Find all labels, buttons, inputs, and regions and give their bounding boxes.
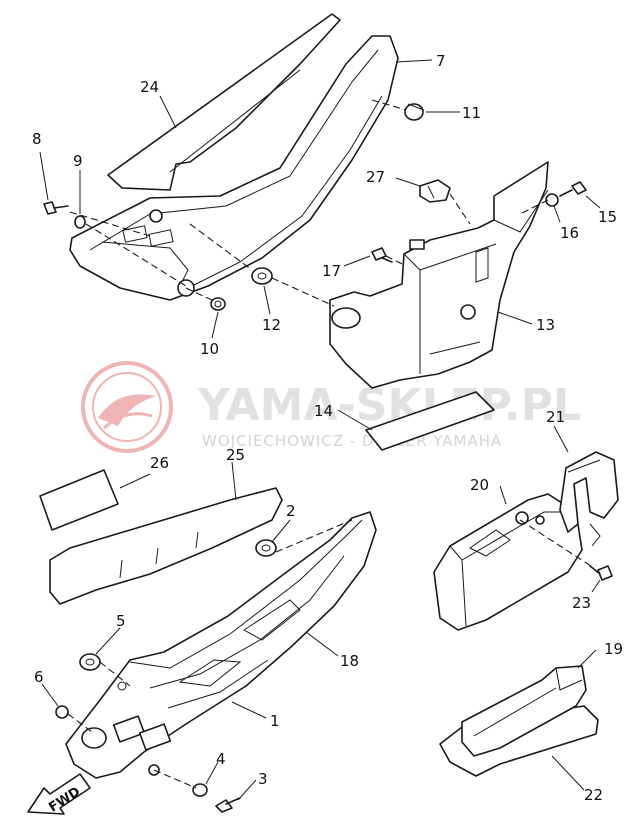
part-14-pad [365, 391, 495, 451]
callout-8: 8 [32, 130, 42, 148]
callout-27: 27 [366, 168, 385, 186]
watermark-logo [81, 361, 173, 453]
callout-10: 10 [200, 340, 219, 358]
part-13-battery-box [329, 161, 549, 389]
callout-17: 17 [322, 262, 341, 280]
callout-13: 13 [536, 316, 555, 334]
hardware-bolts-grommets [43, 103, 613, 813]
callout-1: 1 [270, 712, 280, 730]
part-19-pouch [461, 665, 587, 757]
callout-19: 19 [604, 640, 623, 658]
part-27-clip [419, 179, 451, 203]
callout-labels: 24 7 8 9 10 11 12 13 27 16 15 17 14 21 2… [32, 52, 623, 804]
callout-14: 14 [314, 402, 333, 420]
callout-4: 4 [216, 750, 226, 768]
part-7-side-cover [69, 35, 399, 301]
callout-2: 2 [286, 502, 296, 520]
callout-21: 21 [546, 408, 565, 426]
callout-7: 7 [436, 52, 446, 70]
callout-26: 26 [150, 454, 169, 472]
callout-3: 3 [258, 770, 268, 788]
callout-6: 6 [34, 668, 44, 686]
callout-15: 15 [598, 208, 617, 226]
callout-9: 9 [73, 152, 83, 170]
part-25-decal-strip [49, 487, 283, 605]
part-20-tool-case [433, 493, 583, 631]
callout-25: 25 [226, 446, 245, 464]
leader-lines [39, 59, 601, 801]
assembly-lines [67, 99, 595, 789]
fwd-arrow-marker: FWD [27, 773, 91, 815]
part-1-lower-side-cover [65, 511, 377, 779]
part-21-handle [559, 451, 619, 547]
watermark-tagline: WOJCIECHOWICZ - DEALER YAMAHA [202, 432, 502, 450]
callout-24: 24 [140, 78, 159, 96]
callout-11: 11 [462, 104, 481, 122]
callout-18: 18 [340, 652, 359, 670]
callout-5: 5 [116, 612, 126, 630]
part-26-sticker [39, 469, 119, 531]
callout-16: 16 [560, 224, 579, 242]
callout-20: 20 [470, 476, 489, 494]
part-24-decal [107, 13, 341, 191]
callout-12: 12 [262, 316, 281, 334]
callout-22: 22 [584, 786, 603, 804]
callout-23: 23 [572, 594, 591, 612]
